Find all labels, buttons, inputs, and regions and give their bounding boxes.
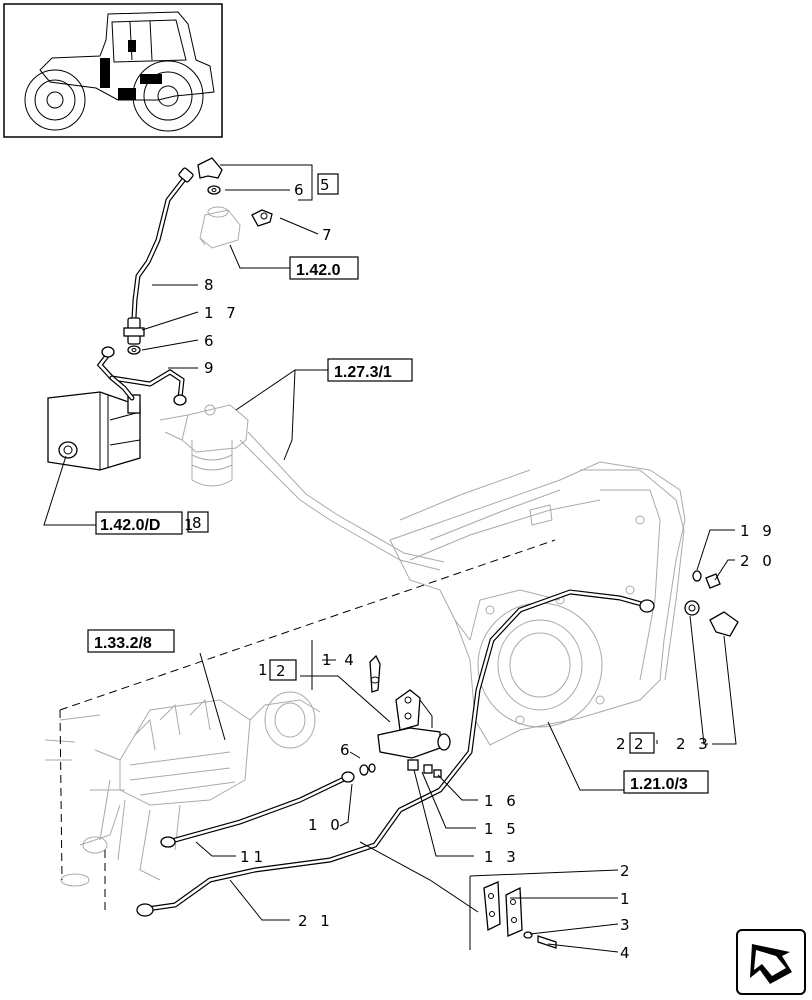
dashed-group-outline (59, 539, 556, 711)
label-17: 1 7 (204, 304, 240, 322)
page-navigation-arrow-icon[interactable] (736, 929, 806, 995)
label-4: 4 (620, 944, 634, 962)
tractor-thumbnail-icon (3, 3, 223, 138)
label-12: 2 (276, 662, 290, 680)
label-22: 2 (634, 735, 648, 753)
fittings-19-20-23 (684, 570, 739, 637)
label-box-5 (317, 173, 339, 195)
label-13: 1 3 (484, 848, 520, 866)
ref-box-1-42-0-D[interactable]: 1.42.0/D (95, 511, 183, 535)
oil-filter-ghost (159, 404, 249, 487)
label-5: 5 (320, 176, 334, 194)
label-10: 1 0 (308, 816, 344, 834)
fitting-14 (369, 654, 381, 693)
svg-text:1.42.0/D: 1.42.0/D (100, 517, 160, 534)
label-18-prefix: 1 (184, 516, 198, 534)
pipe-21 (136, 589, 655, 917)
leader-lines (43, 164, 737, 953)
label-23: 2 3 (676, 735, 712, 753)
label-6-top: 6 (294, 181, 308, 199)
ref-box-1-21-0-3[interactable]: 1.21.0/3 (623, 770, 709, 794)
ref-box-1-42-0[interactable]: 1.42.0 (289, 256, 359, 280)
label-21: 2 1 (298, 912, 334, 930)
pipe-9 (96, 346, 187, 406)
label-14: 1 4 (322, 651, 358, 669)
ref-box-1-33-2-8[interactable]: 1.33.2/8 (87, 629, 175, 653)
svg-text:1.21.0/3: 1.21.0/3 (630, 776, 688, 793)
label-7: 7 (322, 226, 336, 244)
svg-text:1.42.0: 1.42.0 (296, 262, 341, 279)
svg-text:1.27.3/1: 1.27.3/1 (334, 364, 392, 381)
svg-text:1.33.2/8: 1.33.2/8 (94, 635, 152, 652)
label-6-low: 6 (340, 741, 354, 759)
pipe-11 (160, 771, 355, 848)
label-box-12 (269, 659, 297, 681)
valve-block-ghost (199, 206, 241, 249)
label-8: 8 (204, 276, 218, 294)
ref-box-1-27-3-1[interactable]: 1.27.3/1 (327, 358, 413, 382)
label-box-18 (187, 511, 209, 533)
pressure-switch-7 (251, 209, 273, 227)
label-6-mid: 6 (204, 332, 218, 350)
label-15: 1 5 (484, 820, 520, 838)
label-16: 1 6 (484, 792, 520, 810)
label-11: 11 (240, 848, 267, 866)
pipe-8 (131, 167, 194, 321)
label-1: 1 (620, 890, 634, 908)
washers-and-screws (359, 759, 442, 778)
label-box-22 (629, 732, 655, 754)
hydraulic-pump (47, 391, 141, 471)
elbow-fitting-17 (123, 317, 145, 355)
control-valve-ghost (44, 691, 321, 887)
transmission-housing (239, 431, 686, 746)
label-19: 1 9 (740, 522, 776, 540)
label-22-prefix: 2 (616, 735, 630, 753)
elbow-fitting-top (197, 157, 223, 195)
label-18: 8 (192, 514, 206, 532)
part-labels: 6 5 7 8 1 7 6 9 1 8 1 9 2 0 1 2 1 4 2 2 … (184, 173, 776, 962)
distributor-block (377, 689, 451, 759)
label-20: 2 0 (740, 552, 776, 570)
label-3: 3 (620, 916, 634, 934)
label-12-prefix: 1 (258, 661, 272, 679)
label-2: 2 (620, 862, 634, 880)
bracket-plates (483, 881, 557, 949)
label-9: 9 (204, 359, 218, 377)
